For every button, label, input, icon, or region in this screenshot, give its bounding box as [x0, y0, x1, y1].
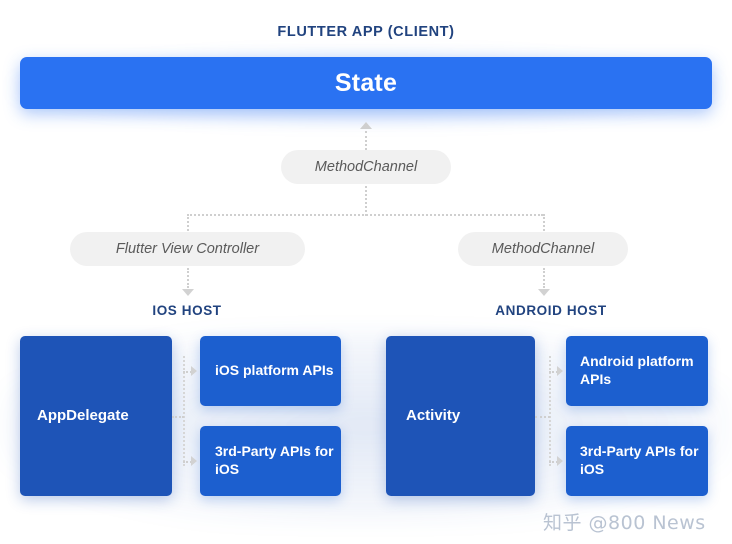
arrow-up-to-state-icon [360, 122, 372, 129]
arrow-right-ios-3rd-icon [191, 456, 197, 466]
connector-state-to-methodchannel [365, 131, 367, 150]
connector-activity-to-platform [549, 371, 558, 373]
arrow-right-android-3rd-icon [557, 456, 563, 466]
ios-host-label: IOS HOST [152, 303, 222, 318]
ios-platform-apis-box: iOS platform APIs [200, 336, 341, 406]
methodchannel-android-label: MethodChannel [491, 241, 595, 257]
appdelegate-label: AppDelegate [37, 407, 129, 425]
connector-bus-to-android [543, 214, 545, 234]
ios-platform-apis-label: iOS platform APIs [215, 362, 334, 379]
methodchannel-top-label: MethodChannel [314, 159, 418, 175]
flutter-view-controller-label: Flutter View Controller [115, 241, 260, 257]
arrow-down-android-host-icon [538, 289, 550, 296]
connector-appdelegate-to-platform [183, 371, 192, 373]
arrow-right-ios-platform-icon [191, 366, 197, 376]
arrow-down-ios-host-icon [182, 289, 194, 296]
appdelegate-box: AppDelegate [20, 336, 172, 496]
connector-activity-spine [549, 356, 551, 466]
ios-3rd-party-apis-box: 3rd-Party APIs for iOS [200, 426, 341, 496]
connector-ios-host-down [187, 268, 189, 288]
connector-activity-stub [535, 416, 550, 418]
android-platform-apis-box: Android platform APIs [566, 336, 708, 406]
android-3rd-party-apis-label: 3rd-Party APIs for iOS [580, 443, 699, 477]
state-box: State [20, 57, 712, 109]
arrow-right-android-platform-icon [557, 366, 563, 376]
android-3rd-party-apis-box: 3rd-Party APIs for iOS [566, 426, 708, 496]
state-box-label: State [334, 68, 398, 97]
android-platform-apis-label: Android platform APIs [580, 353, 694, 387]
connector-appdelegate-to-3rd [183, 461, 192, 463]
android-host-label: ANDROID HOST [495, 303, 607, 318]
connector-appdelegate-stub [172, 416, 184, 418]
activity-box: Activity [386, 336, 535, 496]
page-title: FLUTTER APP (CLIENT) [277, 24, 455, 40]
connector-appdelegate-spine [183, 356, 185, 466]
connector-methodchannel-down [365, 186, 367, 216]
connector-horizontal-bus [187, 214, 543, 216]
watermark: 知乎 @800 News [543, 512, 706, 534]
connector-android-host-down [543, 268, 545, 288]
flutter-view-controller-pill: Flutter View Controller [70, 232, 305, 266]
connector-activity-to-3rd [549, 461, 558, 463]
methodchannel-android-pill: MethodChannel [458, 232, 628, 266]
ios-3rd-party-apis-label: 3rd-Party APIs for iOS [215, 443, 334, 477]
methodchannel-top-pill: MethodChannel [281, 150, 451, 184]
activity-label: Activity [406, 407, 461, 425]
connector-bus-to-ios [187, 214, 189, 234]
